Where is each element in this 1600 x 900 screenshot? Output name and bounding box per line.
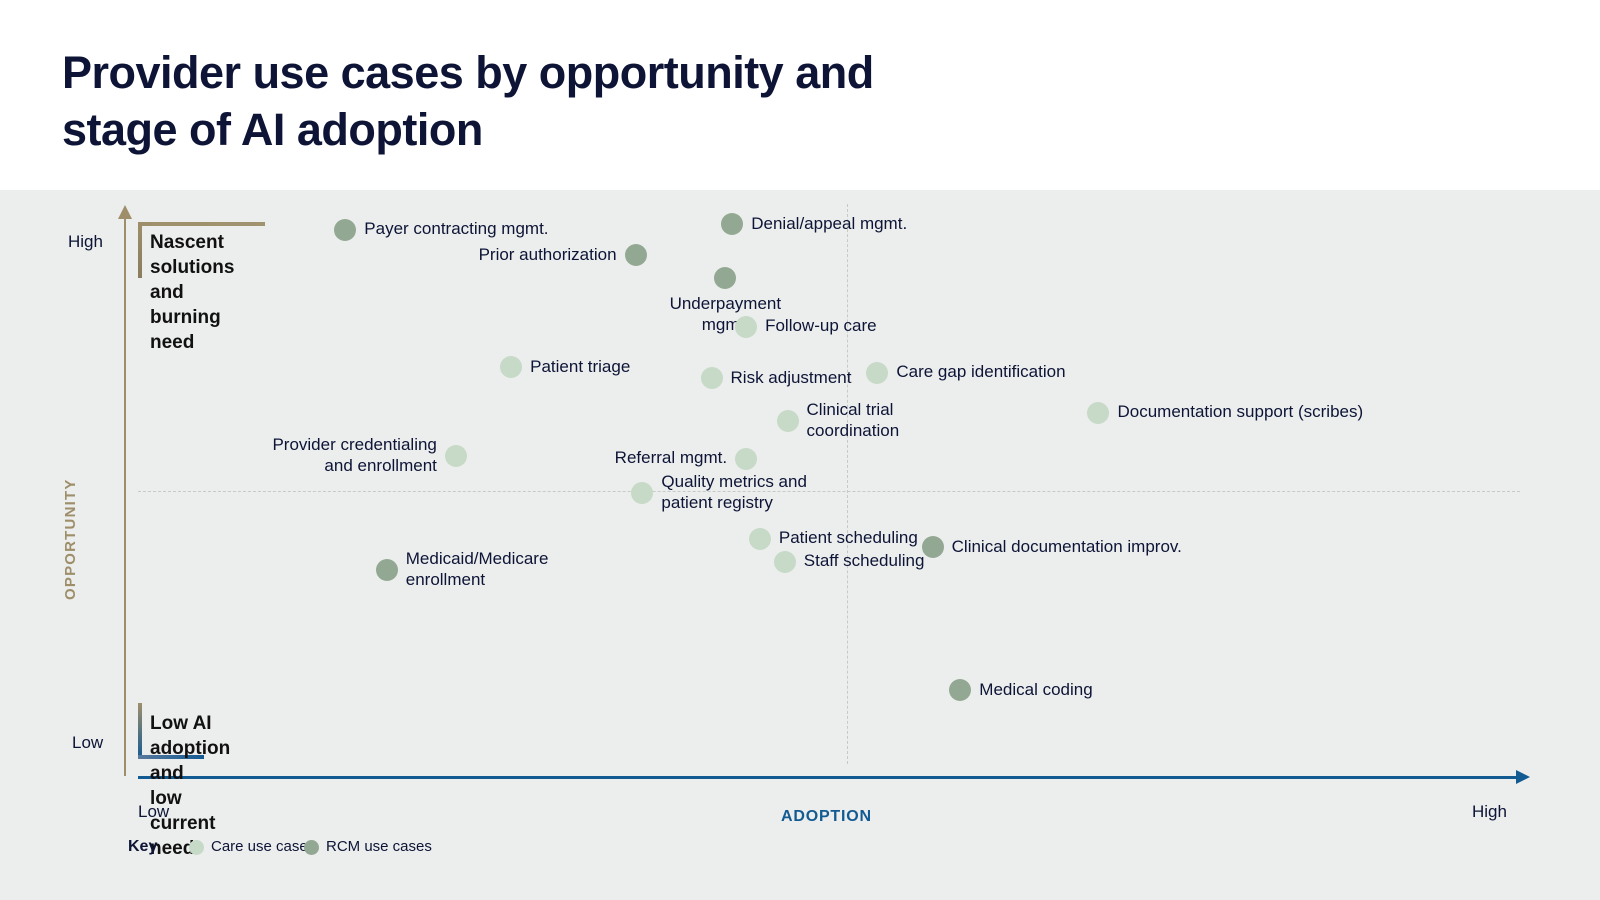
x-axis-arrow-icon <box>1516 770 1530 784</box>
scatter-point[interactable] <box>334 218 357 241</box>
scatter-point[interactable] <box>500 356 523 379</box>
scatter-point-label: Payer contracting mgmt. <box>364 219 549 239</box>
scatter-point-label: Patient scheduling <box>778 528 918 548</box>
bracket-vertical-icon <box>138 222 142 278</box>
scatter-point-label: Medical coding <box>979 679 1093 699</box>
scatter-point[interactable] <box>721 213 744 236</box>
scatter-point-label: Risk adjustment <box>730 367 852 387</box>
quadrant-divider-horizontal <box>138 491 1520 492</box>
page-title: Provider use cases by opportunity and st… <box>62 47 874 155</box>
scatter-point[interactable] <box>776 410 799 433</box>
scatter-point[interactable] <box>735 315 758 338</box>
scatter-point[interactable] <box>773 550 796 573</box>
scatter-point[interactable] <box>700 367 723 390</box>
x-axis-tick-high: High <box>1472 802 1507 821</box>
bracket-horizontal-icon <box>138 755 204 759</box>
scatter-point-label: Follow-up care <box>765 316 877 336</box>
scatter-point[interactable] <box>921 536 944 559</box>
bracket-horizontal-icon <box>138 222 265 226</box>
scatter-point[interactable] <box>866 361 889 384</box>
y-axis-tick-high: High <box>68 232 103 251</box>
legend-key-label: Key <box>128 838 158 855</box>
scatter-point-label: Prior authorization <box>478 244 617 264</box>
scatter-point[interactable] <box>375 559 398 582</box>
chart-panel: OPPORTUNITY ADOPTION High Low Low High N… <box>0 190 1600 900</box>
quadrant-divider-vertical <box>847 204 848 764</box>
scatter-point-label: Staff scheduling <box>803 551 925 570</box>
scatter-point[interactable] <box>735 447 758 470</box>
x-axis-title: ADOPTION <box>781 808 872 825</box>
legend-swatch-care-icon <box>189 840 204 855</box>
x-axis-line <box>138 776 1520 779</box>
scatter-point-label: Care gap identification <box>896 362 1066 382</box>
y-axis-tick-low: Low <box>72 733 104 752</box>
scatter-point-label: Documentation support (scribes) <box>1117 402 1364 422</box>
scatter-point[interactable] <box>949 679 972 702</box>
bracket-vertical-icon <box>138 703 142 759</box>
title-band: Provider use cases by opportunity and st… <box>0 0 1600 190</box>
scatter-point[interactable] <box>748 527 771 550</box>
y-axis-arrow-icon <box>118 205 132 219</box>
scatter-point-label: Denial/appeal mgmt. <box>751 213 908 233</box>
scatter-point-label: Clinical trial coordination <box>806 400 900 441</box>
scatter-point[interactable] <box>1087 401 1110 424</box>
legend-label-rcm: RCM use cases <box>326 838 432 855</box>
legend-swatch-rcm-icon <box>304 840 319 855</box>
quadrant-label-top-left: Nascent solutions and burning need <box>150 232 235 353</box>
scatter-point-label: Referral mgmt. <box>614 448 728 468</box>
legend-label-care: Care use cases <box>211 838 316 855</box>
scatter-point[interactable] <box>631 481 654 504</box>
scatter-point-label: Quality metrics and patient registry <box>661 471 807 512</box>
y-axis-title: OPPORTUNITY <box>62 478 79 600</box>
scatter-point-label: Patient triage <box>530 356 631 376</box>
scatter-point[interactable] <box>714 267 737 290</box>
x-axis-tick-low: Low <box>138 802 170 821</box>
scatter-point-label: Clinical documentation improv. <box>951 536 1182 556</box>
scatter-point-label: Medicaid/Medicare enrollment <box>405 549 549 590</box>
y-axis-line <box>124 216 126 776</box>
scatter-point[interactable] <box>444 444 467 467</box>
quadrant-label-bottom-left: Low AI adoption and low current need <box>150 713 231 859</box>
scatter-point-label: Provider credentialing and enrollment <box>272 434 437 475</box>
scatter-point[interactable] <box>624 244 647 267</box>
